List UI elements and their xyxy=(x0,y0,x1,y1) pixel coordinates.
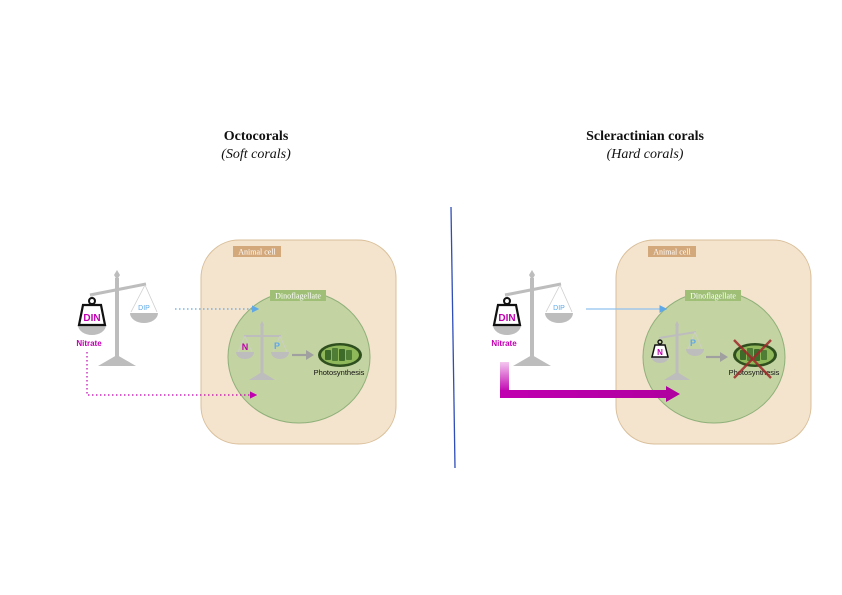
right-nitrate-label: Nitrate xyxy=(491,339,517,348)
right-cross-icon xyxy=(733,339,772,379)
right-din-label: DIN xyxy=(498,313,515,324)
right-n-label: N xyxy=(657,348,663,357)
left-n-label: N xyxy=(242,342,249,352)
left-chloroplast-icon xyxy=(318,343,362,367)
left-animal-cell-label: Animal cell xyxy=(238,248,276,257)
left-panel-title: Octocorals xyxy=(223,129,289,144)
right-nitrate-arrow xyxy=(500,362,680,402)
left-dinoflagellate-label-box xyxy=(270,290,326,301)
left-dinoflagellate-label: Dinoflagellate xyxy=(275,292,321,301)
right-p-label: P xyxy=(690,338,696,348)
right-panel-subtitle: (Hard corals) xyxy=(606,147,684,162)
left-din-label: DIN xyxy=(83,313,100,324)
left-panel: Animal cell Dinoflagellate DIN DIP Nitra… xyxy=(76,239,397,445)
right-panel-title-block: Scleractinian corals (Hard corals) xyxy=(535,128,755,164)
left-inner-scale xyxy=(236,321,289,380)
right-dinoflagellate-label-box xyxy=(685,290,741,301)
left-dip-label: DIP xyxy=(138,305,150,312)
left-panel-subtitle: (Soft corals) xyxy=(221,147,291,162)
right-n-weight-icon xyxy=(651,339,669,358)
left-p-label: P xyxy=(274,341,280,351)
right-din-weight-icon xyxy=(492,297,522,327)
right-balance-scale xyxy=(493,270,573,366)
left-nitrate-label: Nitrate xyxy=(76,339,102,348)
left-din-weight-icon xyxy=(77,297,107,327)
left-balance-scale xyxy=(78,270,158,366)
right-panel-title: Scleractinian corals xyxy=(586,129,704,144)
right-animal-cell-label-box xyxy=(648,246,696,257)
right-dinoflagellate-label: Dinoflagellate xyxy=(690,292,736,301)
left-animal-cell-label-box xyxy=(233,246,281,257)
right-animal-cell-label: Animal cell xyxy=(653,248,691,257)
left-photosynthesis-label: Photosynthesis xyxy=(314,368,365,377)
right-dip-label: DIP xyxy=(553,305,565,312)
right-panel: Animal cell Dinoflagellate DIN DIP Nitra… xyxy=(491,239,812,445)
left-panel-title-block: Octocorals (Soft corals) xyxy=(146,128,366,164)
right-photosynthesis-label: Photosynthesis xyxy=(729,368,780,377)
panel-divider xyxy=(450,206,456,469)
